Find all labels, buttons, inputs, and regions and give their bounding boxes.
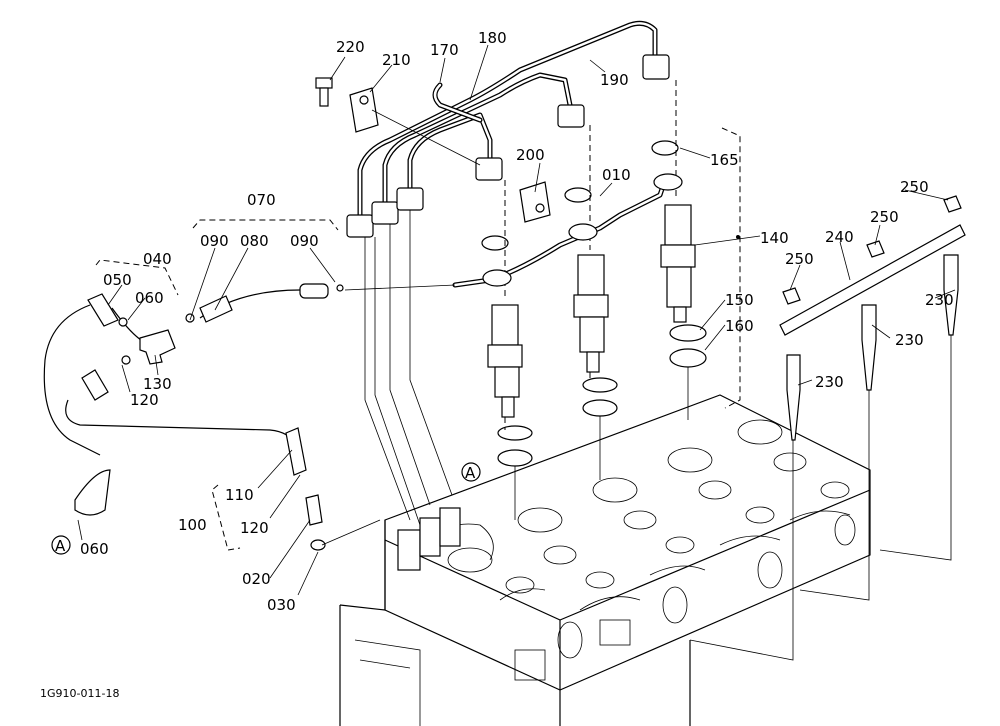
clamp-200 bbox=[519, 181, 551, 223]
label-060-upper: 060 bbox=[135, 289, 164, 307]
diagram-reference-code: 1G910-011-18 bbox=[40, 687, 119, 700]
injection-pipes bbox=[346, 20, 670, 526]
label-020: 020 bbox=[242, 570, 271, 588]
label-130: 130 bbox=[143, 375, 172, 393]
label-210: 210 bbox=[382, 51, 411, 69]
return-hose-assembly bbox=[43, 219, 381, 551]
marker-a-upper: A bbox=[461, 462, 481, 482]
label-190: 190 bbox=[600, 71, 629, 89]
label-230-left: 230 bbox=[815, 373, 844, 391]
injector-assemblies bbox=[481, 80, 707, 520]
label-100: 100 bbox=[178, 516, 207, 534]
glow-plugs bbox=[689, 195, 966, 661]
leak-off-pipe bbox=[344, 173, 683, 291]
label-200: 200 bbox=[516, 146, 545, 164]
label-180: 180 bbox=[478, 29, 507, 47]
label-170: 170 bbox=[430, 41, 459, 59]
label-250-left: 250 bbox=[785, 250, 814, 268]
label-140: 140 bbox=[760, 229, 789, 247]
label-250-middle: 250 bbox=[870, 208, 899, 226]
label-150: 150 bbox=[725, 291, 754, 309]
marker-a-lower: A bbox=[51, 535, 71, 555]
label-165: 165 bbox=[710, 151, 739, 169]
label-120-lower: 120 bbox=[240, 519, 269, 537]
label-090-right: 090 bbox=[290, 232, 319, 250]
svg-text:A: A bbox=[55, 537, 66, 555]
label-230-right: 230 bbox=[925, 291, 954, 309]
label-040: 040 bbox=[143, 250, 172, 268]
label-240: 240 bbox=[825, 228, 854, 246]
clamp-bolt bbox=[315, 77, 333, 107]
svg-text:A: A bbox=[465, 464, 476, 482]
label-080: 080 bbox=[240, 232, 269, 250]
label-230-middle: 230 bbox=[895, 331, 924, 349]
label-030: 030 bbox=[267, 596, 296, 614]
label-120-upper: 120 bbox=[130, 391, 159, 409]
label-220: 220 bbox=[336, 38, 365, 56]
part-number-labels: 220 210 170 180 190 200 010 165 140 070 … bbox=[80, 29, 954, 614]
label-250-right: 250 bbox=[900, 178, 929, 196]
cylinder-head bbox=[339, 394, 871, 726]
bracket-140 bbox=[721, 127, 741, 409]
label-110: 110 bbox=[225, 486, 254, 504]
label-060-lower: 060 bbox=[80, 540, 109, 558]
pipe-clamp bbox=[349, 87, 481, 166]
label-050: 050 bbox=[103, 271, 132, 289]
leader-lines bbox=[77, 44, 956, 596]
label-070: 070 bbox=[247, 191, 276, 209]
label-090-left: 090 bbox=[200, 232, 229, 250]
label-160: 160 bbox=[725, 317, 754, 335]
leader-dot-140 bbox=[736, 235, 740, 239]
label-010: 010 bbox=[602, 166, 631, 184]
